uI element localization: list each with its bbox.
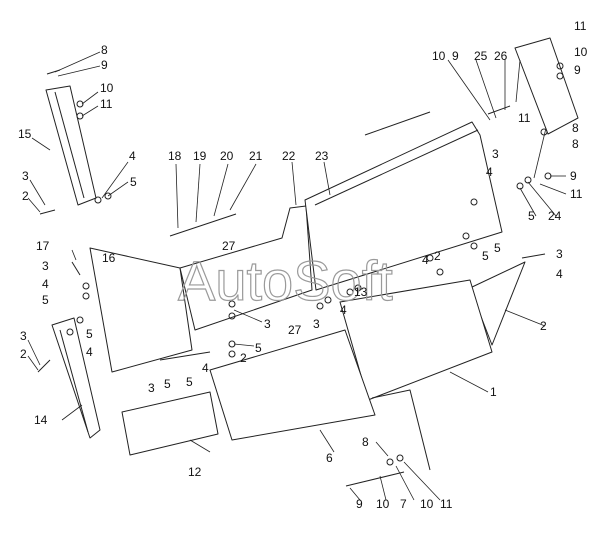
callout: 4 bbox=[202, 361, 209, 375]
callout: 12 bbox=[188, 465, 202, 479]
callout: 5 bbox=[186, 375, 193, 389]
callout: 5 bbox=[130, 175, 137, 189]
callout: 4 bbox=[486, 165, 493, 179]
callout: 4 bbox=[556, 267, 563, 281]
callout: 17 bbox=[36, 239, 50, 253]
callout: 11 bbox=[440, 497, 453, 511]
callout: 3 bbox=[20, 329, 27, 343]
part-23-top-panel bbox=[304, 121, 503, 291]
callout: 1 bbox=[490, 385, 497, 399]
callout: 8 bbox=[101, 43, 108, 57]
callout: 27 bbox=[288, 323, 302, 337]
callout: 3 bbox=[264, 317, 271, 331]
callout: 3 bbox=[556, 247, 563, 261]
callout: 8 bbox=[362, 435, 369, 449]
callout: 13 bbox=[354, 285, 368, 299]
watermark-text: AutoSoft bbox=[178, 249, 393, 312]
callout: 9 bbox=[574, 63, 581, 77]
callout: 11 bbox=[518, 111, 531, 125]
callout: 6 bbox=[326, 451, 333, 465]
callout: 5 bbox=[164, 377, 171, 391]
callout: 10 bbox=[100, 81, 114, 95]
callout: 4 bbox=[129, 149, 136, 163]
callout: 4 bbox=[42, 277, 49, 291]
callout: 5 bbox=[528, 209, 535, 223]
part-16-panel bbox=[89, 247, 193, 373]
callout: 8 bbox=[572, 121, 579, 135]
callout: 3 bbox=[313, 317, 320, 331]
callout: 7 bbox=[400, 497, 407, 511]
part-12-panel bbox=[209, 329, 376, 441]
callout: 9 bbox=[101, 58, 108, 72]
callout: 5 bbox=[482, 249, 489, 263]
callout: 22 bbox=[282, 149, 296, 163]
callout: 14 bbox=[34, 413, 48, 427]
callout: 3 bbox=[22, 169, 29, 183]
callout: 3 bbox=[42, 259, 49, 273]
callout: 19 bbox=[193, 149, 207, 163]
callout: 5 bbox=[255, 341, 262, 355]
callout: 21 bbox=[249, 149, 263, 163]
callout: 10 bbox=[574, 45, 588, 59]
callout: 2 bbox=[22, 189, 29, 203]
callout: 23 bbox=[315, 149, 329, 163]
part-15-side-panel bbox=[45, 85, 97, 206]
callout: 11 bbox=[574, 19, 587, 33]
callout: 15 bbox=[18, 127, 32, 141]
callout: 8 bbox=[572, 137, 579, 151]
callout: 3 bbox=[492, 147, 499, 161]
callout: 24 bbox=[548, 209, 562, 223]
callout: 4 bbox=[340, 303, 347, 317]
callout: 10 bbox=[420, 497, 434, 511]
part-7-bracket bbox=[371, 389, 431, 471]
callout: 25 bbox=[474, 49, 488, 63]
part-26-cover bbox=[514, 37, 579, 135]
callout: 4 bbox=[86, 345, 93, 359]
callout: 26 bbox=[494, 49, 508, 63]
callout: 20 bbox=[220, 149, 234, 163]
callout: 18 bbox=[168, 149, 182, 163]
part-13-panel bbox=[121, 391, 219, 456]
callout: 3 bbox=[148, 381, 155, 395]
callout: 2 bbox=[434, 249, 441, 263]
callout: 5 bbox=[494, 241, 501, 255]
callout-labels: 8 9 10 11 15 3 2 4 5 17 3 4 5 3 2 5 4 14… bbox=[18, 19, 588, 511]
callout: 9 bbox=[356, 497, 363, 511]
callout: 10 bbox=[432, 49, 446, 63]
callout: 11 bbox=[100, 97, 113, 111]
callout: 2 bbox=[540, 319, 547, 333]
callout: 11 bbox=[570, 187, 583, 201]
callout: 16 bbox=[102, 251, 116, 265]
callout: 27 bbox=[222, 239, 236, 253]
callout: 2 bbox=[20, 347, 27, 361]
callout: 9 bbox=[570, 169, 577, 183]
callout: 5 bbox=[42, 293, 49, 307]
callout: 10 bbox=[376, 497, 390, 511]
part-14-side-panel bbox=[51, 317, 101, 439]
callout: 9 bbox=[452, 49, 459, 63]
callout: 2 bbox=[240, 351, 247, 365]
callout: 4 bbox=[422, 253, 429, 267]
callout: 5 bbox=[86, 327, 93, 341]
